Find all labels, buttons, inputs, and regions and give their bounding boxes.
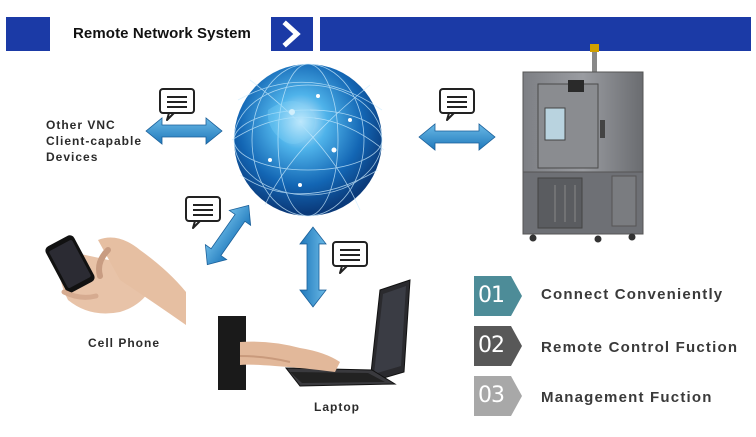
- vnc-devices-label: Other VNC Client-capable Devices: [46, 117, 142, 165]
- feature-text: Connect Conveniently: [541, 286, 724, 303]
- vnc-label-line: Client-capable: [46, 134, 143, 148]
- vnc-label-line: Devices: [46, 150, 99, 164]
- test-chamber-icon: [522, 44, 644, 243]
- vnc-label-line: Other VNC: [46, 118, 116, 132]
- feature-number: 01: [478, 283, 505, 308]
- feature-badge-2: [474, 326, 522, 366]
- feature-badge-1: [474, 276, 522, 316]
- cell-phone-label: Cell Phone: [88, 336, 161, 350]
- feature-number: 03: [478, 383, 505, 408]
- globe-icon: [231, 63, 385, 217]
- feature-text: Remote Control Fuction: [541, 339, 739, 356]
- laptop-icon: [218, 279, 411, 390]
- header-bar-right: [320, 17, 751, 51]
- chevron-box: [271, 17, 313, 51]
- feature-text: Management Fuction: [541, 389, 713, 406]
- feature-number: 02: [478, 333, 505, 358]
- phone-icon: [45, 235, 186, 325]
- feature-badge-3: [474, 376, 522, 416]
- header-bar-left: [6, 17, 50, 51]
- laptop-label: Laptop: [314, 400, 360, 414]
- chevron-right-icon: [282, 20, 301, 48]
- page-title: Remote Network System: [73, 25, 251, 42]
